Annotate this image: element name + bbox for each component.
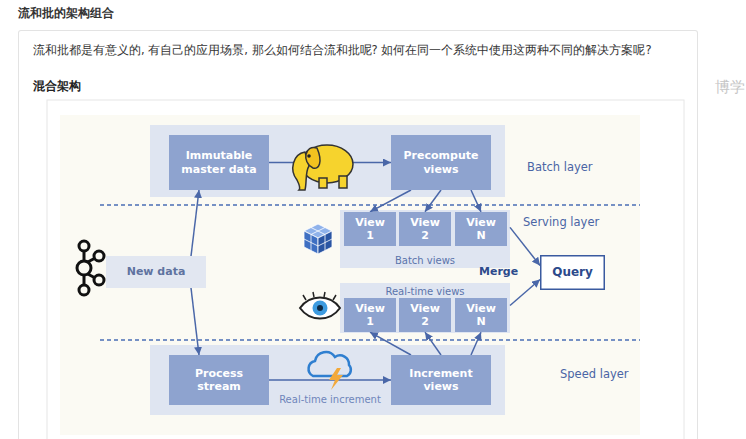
box-label: View N — [461, 302, 501, 328]
view-box: View 2 — [399, 298, 451, 332]
box-label: View 2 — [405, 216, 445, 242]
layer-label: Serving layer — [523, 216, 599, 230]
process-box: Increment views — [391, 355, 491, 405]
cube-icon — [304, 224, 332, 254]
content-panel: 流和批都是有意义的, 有自己的应用场景, 那么如何结合流和批呢? 如何在同一个系… — [18, 30, 698, 439]
band-label: Real-time views — [340, 286, 510, 298]
paragraph: 流和批都是有意义的, 有自己的应用场景, 那么如何结合流和批呢? 如何在同一个系… — [33, 44, 652, 58]
flow-arrow — [471, 332, 481, 355]
process-box: Precompute views — [391, 135, 491, 190]
views-band: Batch viewsView 1View 2View N — [340, 210, 510, 268]
views-band: Real-time viewsView 1 View 2 View N — [340, 283, 510, 333]
flow-arrow — [510, 227, 540, 265]
band-ground — [150, 125, 505, 197]
view-box: View N — [455, 298, 507, 332]
kafka-icon — [77, 241, 104, 295]
flow-arrow — [191, 288, 199, 355]
band-label: Batch layer — [527, 161, 593, 175]
box-label: Increment views — [397, 367, 485, 393]
storm-icon — [309, 352, 351, 390]
box-label: Query — [552, 265, 593, 279]
flow-arrow — [191, 190, 199, 256]
merge-label: Merge — [479, 265, 518, 278]
layer-band: Batch layerImmutable master dataPrecompu… — [150, 125, 505, 197]
hadoop-elephant-icon — [293, 145, 353, 190]
view-box: View 1 — [344, 212, 396, 246]
band-ground — [340, 283, 510, 333]
eye-icon — [300, 292, 340, 319]
process-box: Process stream — [169, 355, 269, 405]
box-label: Immutable master data — [175, 149, 263, 175]
box-label: Precompute views — [397, 149, 485, 175]
image-frame — [47, 100, 684, 439]
box-label: View 1 — [350, 302, 390, 328]
box-label: View N — [461, 216, 501, 242]
edge-label: Real-time increment — [279, 394, 381, 406]
box-label: Process stream — [175, 367, 263, 393]
box-label: View 1 — [350, 216, 390, 242]
view-box: View 2 — [399, 212, 451, 246]
band-label: Speed layer — [560, 368, 629, 382]
flow-arrow — [425, 332, 441, 355]
band-ground — [340, 210, 510, 268]
flow-arrow — [370, 332, 411, 355]
page-heading: 流和批的架构组合 — [18, 6, 114, 20]
watermark: 博学 — [715, 78, 745, 96]
source-box: New data — [106, 256, 206, 288]
layer-divider — [100, 339, 640, 340]
band-ground — [150, 345, 505, 415]
process-box: Immutable master data — [169, 135, 269, 190]
query-box: Query — [540, 255, 605, 290]
flow-arrow — [370, 190, 411, 212]
image-ground — [60, 115, 640, 435]
view-box: View N — [455, 212, 507, 246]
flow-arrow — [425, 190, 441, 212]
flow-arrow — [471, 190, 481, 212]
box-label: View 2 — [405, 302, 445, 328]
view-box: View 1 — [344, 298, 396, 332]
box-label: New data — [127, 265, 186, 278]
layer-divider — [100, 204, 640, 205]
section-heading: 混合架构 — [33, 80, 81, 94]
flow-arrow — [510, 280, 540, 306]
